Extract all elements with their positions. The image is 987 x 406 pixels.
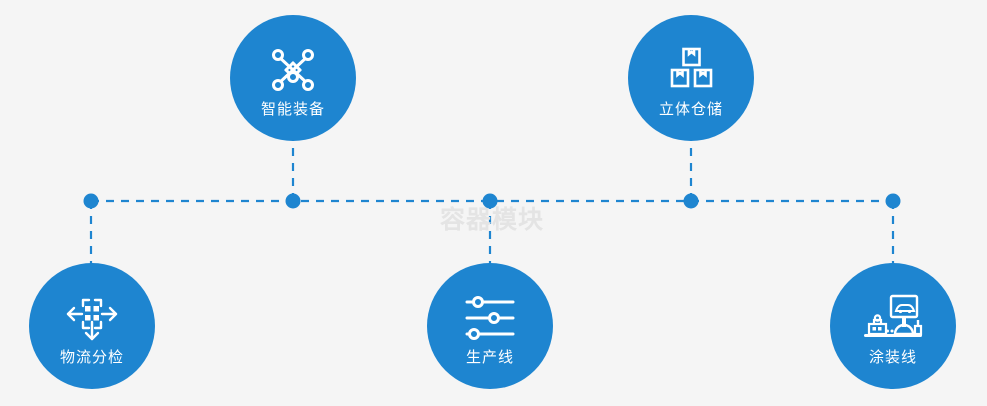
center-watermark: 容器模块: [439, 205, 544, 234]
junction-dot-4[interactable]: [683, 193, 699, 209]
node-circle-painting-line[interactable]: 涂装线: [830, 263, 956, 389]
junction-dot-5[interactable]: [885, 193, 901, 209]
network-nodes-icon: [267, 44, 319, 96]
paint-factory-icon: [862, 292, 924, 344]
node-circle-production-line[interactable]: 生产线: [427, 263, 553, 389]
junction-dot-2[interactable]: [285, 193, 301, 209]
node-label-smart-equipment: 智能装备: [260, 99, 325, 118]
junction-dot-1[interactable]: [83, 193, 99, 209]
junction-dot-3[interactable]: [482, 193, 498, 209]
sorting-arrows-icon: [64, 292, 120, 344]
node-circle-logistics-sorting[interactable]: 物流分检: [29, 263, 155, 389]
node-label-production-line: 生产线: [465, 347, 514, 366]
sliders-icon: [462, 292, 518, 344]
stacked-boxes-icon: [665, 44, 717, 96]
node-circle-stereoscopic-warehouse[interactable]: 立体仓储: [628, 15, 754, 141]
node-circle-smart-equipment[interactable]: 智能装备: [230, 15, 356, 141]
node-label-stereoscopic-warehouse: 立体仓储: [658, 99, 723, 118]
node-label-logistics-sorting: 物流分检: [59, 347, 124, 366]
node-label-painting-line: 涂装线: [868, 347, 917, 366]
